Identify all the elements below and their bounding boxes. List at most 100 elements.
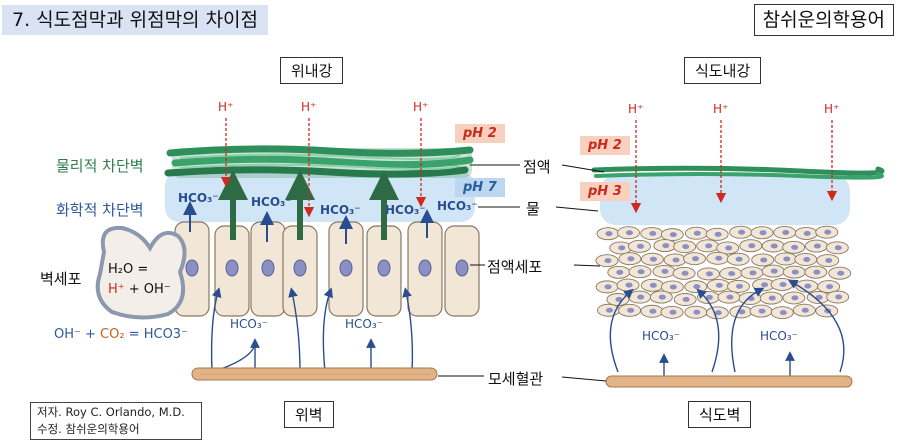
reaction-h-plus: H⁺ <box>108 282 125 297</box>
squamous-nucleus <box>649 231 657 237</box>
mucous-cell-label: 점액세포 <box>487 258 543 276</box>
cell-nucleus <box>377 259 391 277</box>
hco3-surface-2: HCO₃⁻ <box>251 195 292 209</box>
equation-right: = HCO3⁻ <box>124 327 188 342</box>
esophagus-acid-arrows <box>630 120 838 214</box>
esophagus-h-ion-3: H⁺ <box>824 102 840 116</box>
squamous-nucleus <box>616 269 624 275</box>
squamous-nucleus <box>637 294 645 300</box>
squamous-nucleus <box>725 245 733 251</box>
stomach-ph-mucus: pH 2 <box>455 124 505 143</box>
mucus-secretion-arrows <box>218 170 399 240</box>
credit-box: 저자. Roy C. Orlando, M.D. 수정. 참쉬운의학용어 <box>30 402 202 440</box>
hco3-surface-1: HCO₃⁻ <box>178 191 219 205</box>
credit-author: 저자. Roy C. Orlando, M.D. <box>37 405 185 419</box>
squamous-nucleus <box>826 284 834 290</box>
cell-nucleus <box>339 259 353 277</box>
squamous-nucleus <box>637 269 645 275</box>
squamous-nucleus <box>714 231 722 237</box>
squamous-nucleus <box>682 244 690 250</box>
capillary-label: 모세혈관 <box>488 370 544 388</box>
squamous-nucleus <box>735 256 743 262</box>
squamous-nucleus <box>815 294 823 300</box>
esophagus-h-ion-1: H⁺ <box>628 102 644 116</box>
squamous-nucleus <box>649 308 657 314</box>
stomach-hco3-blood-1: HCO₃⁻ <box>230 317 268 331</box>
squamous-nucleus <box>705 271 713 277</box>
squamous-nucleus <box>782 229 790 235</box>
stomach-acid-arrows <box>220 118 427 218</box>
esophagus-hco3-blood-1: HCO₃⁻ <box>642 329 680 343</box>
esophagus-water-layer <box>600 175 850 225</box>
squamous-nucleus <box>604 258 612 264</box>
page-title: 7. 식도점막과 위점막의 차이점 <box>2 5 269 35</box>
squamous-nucleus <box>625 230 633 236</box>
parietal-cell-label: 벽세포 <box>40 270 82 288</box>
squamous-nucleus <box>726 294 734 300</box>
squamous-nucleus <box>669 309 677 315</box>
cell-nucleus <box>418 259 432 277</box>
cell-nucleus <box>455 259 469 277</box>
squamous-nucleus <box>835 294 843 300</box>
squamous-nucleus <box>768 295 776 301</box>
squamous-nucleus <box>693 284 701 290</box>
squamous-nucleus <box>627 256 635 262</box>
equation-co2: CO₂ <box>100 327 125 342</box>
stomach-hco3-blood-2: HCO₃⁻ <box>345 317 383 331</box>
leader-lines <box>438 164 607 382</box>
cell-nucleus <box>293 259 307 277</box>
squamous-nucleus <box>738 229 746 235</box>
squamous-nucleus <box>615 296 623 302</box>
squamous-nucleus <box>728 271 736 277</box>
stomach-lumen-label: 위내강 <box>280 57 344 84</box>
squamous-nucleus <box>759 230 767 236</box>
hco3-secretion-arrows <box>183 201 434 244</box>
squamous-nucleus <box>803 256 811 262</box>
squamous-nucleus <box>761 282 769 288</box>
squamous-nucleus <box>693 230 701 236</box>
esophagus-blood-loops <box>609 279 845 382</box>
stomach-h-ion-2: H⁺ <box>301 100 317 114</box>
squamous-nucleus <box>627 307 635 313</box>
stomach-capillary <box>191 367 438 381</box>
stomach-mucus-layer <box>164 145 474 178</box>
squamous-nucleus <box>824 229 832 235</box>
reaction-water: H₂O = <box>108 262 149 277</box>
squamous-nucleus <box>749 270 757 276</box>
squamous-nucleus <box>779 310 787 316</box>
squamous-nucleus <box>636 243 644 249</box>
squamous-nucleus <box>605 231 613 237</box>
squamous-nucleus <box>618 245 626 251</box>
squamous-nucleus <box>649 256 657 262</box>
hco3-surface-4: HCO₃⁻ <box>385 203 426 217</box>
squamous-nucleus <box>758 308 766 314</box>
esophagus-hco3-blood-2: HCO₃⁻ <box>760 329 798 343</box>
squamous-nucleus <box>783 256 791 262</box>
bicarbonate-equation: OH⁻ + CO₂ = HCO3⁻ <box>54 327 188 342</box>
esophagus-mucus-layer <box>591 165 885 180</box>
hco3-surface-3: HCO₃⁻ <box>320 203 361 217</box>
equation-left: OH⁻ + <box>54 327 101 342</box>
esophagus-lumen-label: 식도내강 <box>684 57 762 84</box>
stomach-h-ion-1: H⁺ <box>218 100 234 114</box>
squamous-nucleus <box>715 255 723 261</box>
squamous-nucleus <box>661 268 669 274</box>
cell-nucleus <box>185 259 199 277</box>
hco3-surface-5: HCO₃⁻ <box>437 199 478 213</box>
squamous-nucleus <box>834 245 842 251</box>
esophagus-ph-water: pH 3 <box>580 182 630 201</box>
mucus-label: 점액 <box>523 158 551 176</box>
stomach-h-ion-3: H⁺ <box>413 100 429 114</box>
squamous-nucleus <box>715 282 723 288</box>
cell-nucleus <box>225 259 239 277</box>
esophagus-h-ion-2: H⁺ <box>713 102 729 116</box>
squamous-nucleus <box>672 257 680 263</box>
physical-barrier-label: 물리적 차단벽 <box>56 157 144 175</box>
squamous-nucleus <box>791 269 799 275</box>
squamous-nucleus <box>705 294 713 300</box>
squamous-nucleus <box>748 243 756 249</box>
esophagus-squamous-cells <box>595 225 852 320</box>
squamous-nucleus <box>669 284 677 290</box>
credit-modifier: 수정. 참쉬운의학용어 <box>37 422 140 436</box>
